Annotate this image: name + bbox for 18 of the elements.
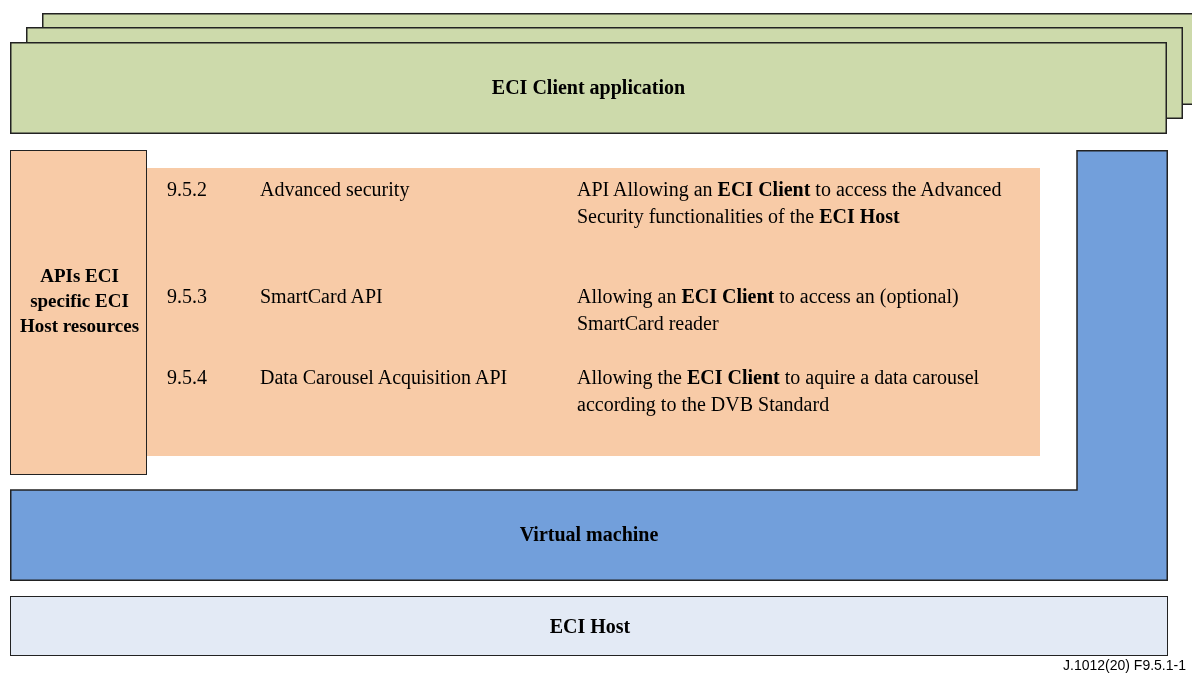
api-name: Advanced security xyxy=(260,177,410,203)
section-number: 9.5.3 xyxy=(167,284,207,309)
layer-label: ECI Client application xyxy=(490,76,687,99)
api-description: API Allowing an ECI Client to access the Advanced Security functionalities of the ECI Host xyxy=(577,177,1003,230)
virtual-machine-layer xyxy=(10,150,1168,581)
host-layer xyxy=(10,596,1168,656)
section-number: 9.5.2 xyxy=(167,177,207,202)
api-description: Allowing the ECI Client to aquire a data carousel according to the DVB Standard xyxy=(577,365,981,418)
api-description: Allowing an ECI Client to access an (optional) SmartCard reader xyxy=(577,284,960,336)
api-box xyxy=(10,150,147,475)
section-number: 9.5.4 xyxy=(167,365,207,390)
api-name: Data Carousel Acquisition API xyxy=(260,365,508,391)
layer-label: APIs ECI specific ECI Host resources xyxy=(18,264,141,338)
api-table-panel xyxy=(147,168,1040,456)
api-name: SmartCard API xyxy=(260,284,383,309)
layer-label: ECI Host xyxy=(548,615,632,638)
layer-label: Virtual machine xyxy=(518,523,660,546)
application-layer xyxy=(10,13,1192,134)
